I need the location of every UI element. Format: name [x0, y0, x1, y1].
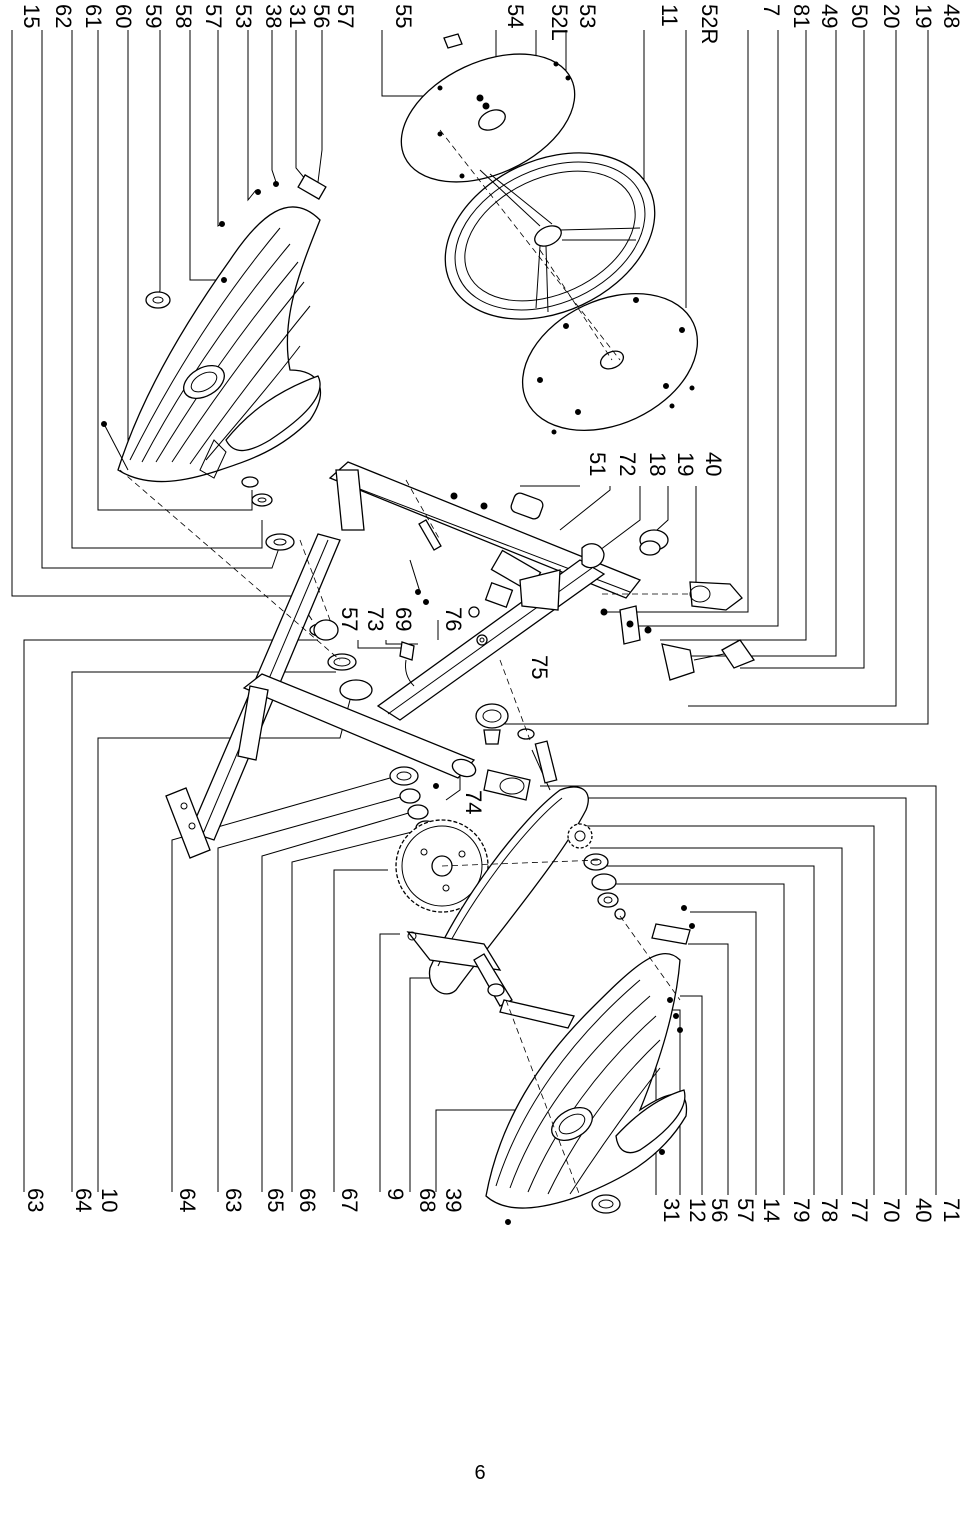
callout-label: 55 [391, 4, 416, 28]
callout-label: 63 [23, 1188, 48, 1212]
callout-group-center-upper: 51 72 18 19 40 [585, 452, 726, 476]
callout-label: 56 [309, 4, 334, 28]
callout-label: 9 [383, 1188, 408, 1200]
callout-label: 57 [333, 4, 358, 28]
callout-label: 68 [415, 1188, 440, 1212]
idler-sprocket-parts [567, 823, 695, 945]
callout-label: 62 [51, 4, 76, 28]
flywheel-disk-cover [400, 33, 576, 183]
callout-label: 48 [939, 4, 960, 28]
tension-brake-assembly [399, 492, 756, 687]
callout-group-top-edge: 15 62 61 60 59 58 57 53 38 31 56 57 55 5… [19, 4, 960, 44]
callout-label: 52L [547, 4, 572, 41]
callout-label: 63 [221, 1188, 246, 1212]
callout-label: 20 [879, 4, 904, 28]
callout-label: 66 [295, 1188, 320, 1212]
callout-group-bottom-left: 10 64 63 [23, 1188, 122, 1212]
callout-label: 54 [503, 4, 528, 28]
callout-label: 10 [97, 1188, 122, 1212]
left-cover-fasteners [101, 174, 327, 471]
callout-label: 19 [673, 452, 698, 476]
callout-label: 51 [585, 452, 610, 476]
callout-label: 12 [685, 1198, 710, 1222]
flywheel [444, 152, 656, 320]
callout-label: 57 [337, 607, 362, 631]
left-cover-shroud [117, 206, 321, 483]
callout-group-bottom-right: 71 40 70 77 78 79 14 57 56 12 31 [659, 1198, 960, 1222]
callout-label: 14 [759, 1198, 784, 1222]
callout-label: 59 [141, 4, 166, 28]
crank-arm [406, 931, 575, 1029]
callout-label: 57 [201, 4, 226, 28]
flywheel-disk-right [521, 249, 699, 435]
callout-label: 78 [817, 1198, 842, 1222]
callout-label: 38 [261, 4, 286, 28]
assembly-axis-lines [119, 129, 690, 1197]
callout-label: 58 [171, 4, 196, 28]
callout-label: 31 [659, 1198, 684, 1222]
callout-label: 18 [645, 452, 670, 476]
callout-label: 64 [175, 1188, 200, 1212]
callout-label: 19 [911, 4, 936, 28]
crank-bearings-left [241, 476, 295, 551]
callout-label: 73 [363, 607, 388, 631]
callout-label: 56 [707, 1198, 732, 1222]
callout-label: 11 [657, 4, 682, 27]
callout-label: 40 [701, 452, 726, 476]
callout-label: 81 [789, 4, 814, 28]
callout-label: 76 [441, 607, 466, 631]
callout-label: 31 [285, 4, 310, 28]
callout-group-center-mid: 57 73 69 76 75 74 [337, 607, 552, 814]
callout-label: 75 [527, 655, 552, 679]
right-cover-shroud [485, 953, 688, 1225]
callout-label: 39 [441, 1188, 466, 1212]
callout-label: 72 [615, 452, 640, 476]
callout-group-bottom-center: 39 68 9 67 66 65 63 64 [175, 1188, 466, 1212]
seat-post-knob [475, 703, 558, 801]
callout-label: 74 [461, 790, 486, 814]
callout-label: 70 [879, 1198, 904, 1222]
callout-label: 7 [759, 4, 784, 16]
callout-label: 71 [939, 1198, 960, 1222]
callout-label: 49 [817, 4, 842, 28]
callout-label: 69 [391, 607, 416, 631]
callout-label: 53 [231, 4, 256, 28]
callout-label: 52R [697, 4, 722, 44]
callout-label: 61 [81, 4, 106, 28]
callout-label: 40 [911, 1198, 936, 1222]
page-number: 6 [474, 1462, 486, 1484]
callout-label: 57 [733, 1198, 758, 1222]
callout-label: 50 [847, 4, 872, 28]
callout-label: 15 [19, 4, 44, 28]
callout-label: 65 [263, 1188, 288, 1212]
callout-label: 77 [847, 1198, 872, 1222]
callout-label: 60 [111, 4, 136, 28]
callout-label: 64 [71, 1188, 96, 1212]
callout-label: 79 [789, 1198, 814, 1222]
callout-label: 67 [337, 1188, 362, 1212]
callout-label: 53 [575, 4, 600, 28]
